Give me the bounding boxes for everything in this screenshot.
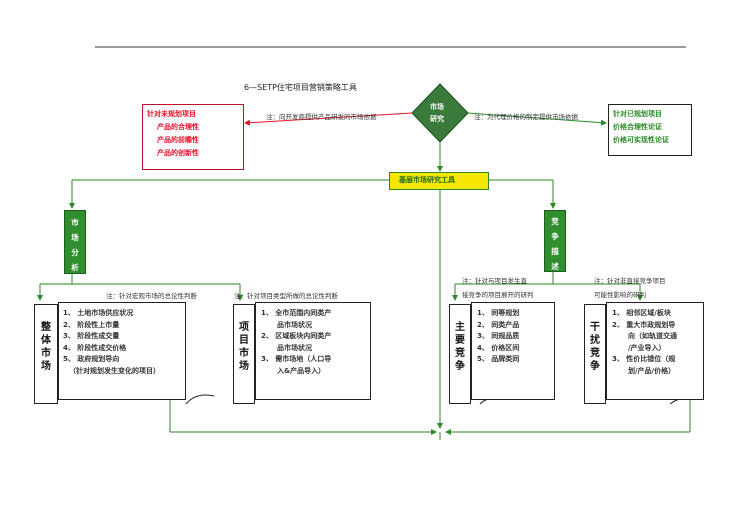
overall-market-char-2: 体 xyxy=(41,335,51,346)
main-competitor-item-1: 1、 同等规划 xyxy=(477,309,520,317)
overall-market-label-box: 整 体 市 场 xyxy=(34,304,58,404)
interfere-competitor-char-4: 争 xyxy=(590,361,600,372)
main-competitor-char-1: 主 xyxy=(455,322,465,333)
unplanned-project-box: 针对未规划项目 产品的合理性 产品的前瞻性 产品的创新性 xyxy=(142,104,244,170)
research-diamond xyxy=(411,83,469,143)
unplanned-box-line-1: 针对未规划项目 xyxy=(147,110,196,118)
main-competitor-note-1: 注：针对与项目发生直 xyxy=(462,277,527,285)
market-analysis-char-4: 析 xyxy=(71,263,79,272)
planned-box-line-2: 价格合理性论证 xyxy=(613,123,662,131)
right-arrow-note: 注：为代理价格的制定提供市场依据 xyxy=(474,113,578,121)
interfere-competitor-char-2: 扰 xyxy=(590,335,600,346)
market-analysis-tag: 市 场 分 析 xyxy=(64,210,86,274)
market-research-tool-label: 基层市场研究工具 xyxy=(399,176,455,184)
overall-market-item-4: 4、 阶段性成交价格 xyxy=(63,343,127,352)
interfere-competitor-item-2: 2、 重大市政规划导 xyxy=(612,320,676,329)
interfere-competitor-item-4: /产业导入） xyxy=(628,343,666,352)
project-market-item-5: 3、 需市场地（人口导 xyxy=(261,355,332,363)
interfere-competitor-list-box: 1、 相邻区域/板块 2、 重大市政规划导 向（如轨道交通 /产业导入） 3、 … xyxy=(606,302,704,400)
project-market-item-4: 品市场状况 xyxy=(277,343,312,352)
planned-box-line-1: 针对已规划项目 xyxy=(613,110,662,118)
unplanned-box-line-2: 产品的合理性 xyxy=(157,123,199,131)
page-title: 6—SETP住宅项目营销策略工具 xyxy=(244,83,357,92)
main-competitor-char-3: 竞 xyxy=(455,348,465,359)
overall-market-item-2: 2、 阶段性上市量 xyxy=(63,320,120,329)
project-market-item-2: 品市场状况 xyxy=(277,320,312,329)
interfere-competitor-char-1: 干 xyxy=(590,322,600,333)
main-competitor-note-2: 接竞争的项目展开的研判 xyxy=(462,291,534,299)
interfere-competitor-char-3: 竞 xyxy=(590,348,600,359)
project-market-item-6: 入&产品导入） xyxy=(277,366,326,375)
research-diamond-label-2: 研究 xyxy=(430,115,444,123)
project-market-list-box: 1、 全市范围内同类产 品市场状况 2、 区域板块内同类产 品市场状况 3、 需… xyxy=(255,302,371,400)
project-market-char-3: 市 xyxy=(239,348,249,359)
project-market-item-3: 2、 区域板块内同类产 xyxy=(261,332,332,340)
competition-char-2: 争 xyxy=(551,232,559,241)
main-competitor-char-2: 要 xyxy=(455,335,465,346)
interfere-competitor-item-5: 3、 性价比错位（规 xyxy=(612,355,676,363)
overall-market-char-4: 场 xyxy=(41,361,51,372)
main-competitor-item-3: 3、 同规品质 xyxy=(477,332,520,340)
main-competitor-char-4: 争 xyxy=(455,361,465,372)
main-competitor-list-box: 1、 同等规划 2、 同类产品 3、 同规品质 4、 价格区间 5、 品牌类同 xyxy=(471,302,555,400)
project-market-char-2: 目 xyxy=(239,335,249,346)
competition-char-3: 描 xyxy=(551,247,559,256)
project-market-char-1: 项 xyxy=(239,322,249,333)
interfere-competitor-item-3: 向（如轨道交通 xyxy=(628,332,677,340)
overall-market-item-6: （针对规划发生变化的项目） xyxy=(69,366,160,375)
interfere-competitor-item-6: 划/产品/价格） xyxy=(628,366,676,375)
planned-box-line-3: 价格可实现性论证 xyxy=(613,136,669,144)
competition-char-1: 竞 xyxy=(551,217,559,226)
interfere-competitor-label-box: 干 扰 竞 争 xyxy=(584,304,606,404)
overall-market-note: 注：针对宏观市场的总论性判断 xyxy=(106,292,197,300)
planned-project-box: 针对已规划项目 价格合理性论证 价格可实现性论证 xyxy=(608,104,692,156)
project-market-char-4: 场 xyxy=(239,361,249,372)
left-arrow-note: 注：向开发商提供产品研发的市场依据 xyxy=(266,113,377,121)
competition-tag: 竞 争 描 述 xyxy=(544,210,566,272)
competition-char-4: 述 xyxy=(551,262,559,271)
interfere-competitor-note-2: 可能性影响的研判 xyxy=(594,291,646,299)
project-market-item-1: 1、 全市范围内同类产 xyxy=(261,309,332,317)
market-research-tool: 基层市场研究工具 xyxy=(389,172,489,190)
main-competitor-item-4: 4、 价格区间 xyxy=(477,343,520,352)
overall-market-item-1: 1、 土地市场供应状况 xyxy=(63,309,134,317)
interfere-competitor-note-1: 注：针对非直接竞争项目 xyxy=(594,277,666,285)
overall-market-item-5: 5、 政府规划导向 xyxy=(63,355,120,363)
market-analysis-char-3: 分 xyxy=(71,248,79,257)
overall-market-char-3: 市 xyxy=(41,348,51,359)
overall-market-list-box: 1、 土地市场供应状况 2、 阶段性上市量 3、 阶段性成交量 4、 阶段性成交… xyxy=(58,302,186,400)
market-analysis-char-2: 场 xyxy=(71,233,79,242)
interfere-competitor-item-1: 1、 相邻区域/板块 xyxy=(612,309,671,317)
market-analysis-char-1: 市 xyxy=(71,218,79,227)
main-competitor-item-2: 2、 同类产品 xyxy=(477,320,520,329)
overall-market-char-1: 整 xyxy=(41,322,51,333)
main-competitor-item-5: 5、 品牌类同 xyxy=(477,355,520,363)
research-diamond-label-1: 市场 xyxy=(430,103,444,111)
unplanned-box-line-3: 产品的前瞻性 xyxy=(157,136,199,144)
project-market-note: 注：针对项目类型所做的总论性判断 xyxy=(234,292,338,300)
unplanned-box-line-4: 产品的创新性 xyxy=(157,149,199,157)
project-market-label-box: 项 目 市 场 xyxy=(233,304,255,404)
overall-market-item-3: 3、 阶段性成交量 xyxy=(63,332,120,340)
main-competitor-label-box: 主 要 竞 争 xyxy=(449,304,471,404)
